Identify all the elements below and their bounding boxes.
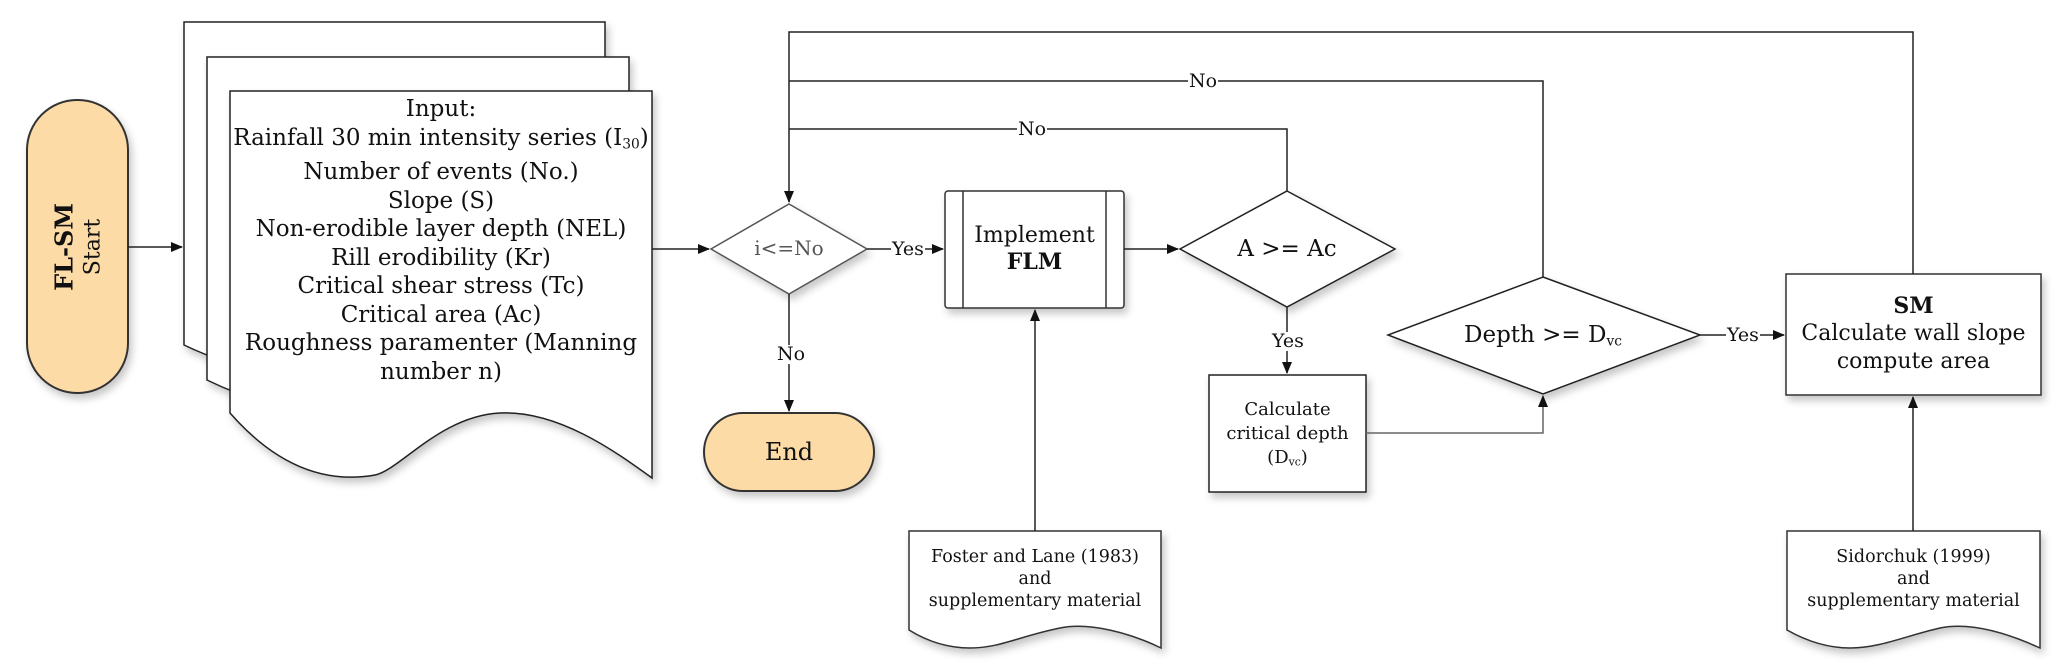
area-decision-label: A >= Ac (1237, 236, 1337, 262)
input-text-block: Input: Rainfall 30 min intensity series … (230, 95, 652, 386)
flm-line2: FLM (1006, 249, 1063, 275)
input-item: Slope (S) (387, 187, 495, 214)
ref-sm-line2: and (1897, 569, 1930, 589)
input-item: Roughness paramenter (Manning (244, 330, 638, 357)
ref-flm-label: Foster and Lane (1983) and supplementary… (909, 546, 1161, 612)
end-label: End (764, 438, 814, 466)
critical-depth-line1: Calculate (1244, 399, 1331, 420)
start-subtitle: Start (80, 218, 106, 276)
sm-process-box[interactable] (1785, 273, 2042, 396)
sm-line1: Calculate wall slope (1801, 321, 2026, 346)
input-doc-front (229, 90, 653, 480)
edge-area-no-loop (789, 128, 1288, 191)
start-title: FL-SM (49, 203, 79, 291)
sm-line2: compute area (1836, 349, 1991, 374)
input-item: Rainfall 30 min intensity series (I30) (233, 124, 649, 152)
critical-depth-label: Calculate critical depth (Dvc) (1209, 398, 1366, 475)
edge-label-area-no: No (1017, 118, 1048, 140)
edge-label-depth-no: No (1188, 70, 1219, 92)
end-terminator[interactable] (703, 412, 875, 492)
depth-decision-diamond[interactable] (1385, 276, 1703, 395)
critical-depth-line2: critical depth (1226, 423, 1349, 444)
ref-sm-line3: supplementary material (1807, 591, 2020, 611)
input-item: Number of events (No.) (303, 159, 579, 186)
ref-flm-line2: and (1018, 569, 1052, 589)
ref-flm-document[interactable] (908, 530, 1162, 650)
edge-label-depth-yes: Yes (1726, 324, 1760, 346)
edge-depth-no-loop (789, 80, 1544, 277)
flm-label: Implement FLM (963, 222, 1106, 276)
ref-flm-line3: supplementary material (928, 591, 1142, 611)
input-item: Non-erodible layer depth (NEL) (255, 216, 627, 243)
edge-label-loop-yes: Yes (891, 238, 925, 260)
sm-label: SM Calculate wall slope compute area (1786, 292, 2041, 376)
input-heading: Input: (405, 96, 477, 122)
input-document-stack[interactable] (183, 21, 653, 480)
sm-title: SM (1893, 293, 1934, 319)
input-item: Critical area (Ac) (340, 301, 542, 328)
edge-label-loop-no: No (776, 343, 807, 365)
depth-decision-label: Depth >= Dvc (1464, 322, 1622, 350)
critical-depth-box[interactable] (1208, 374, 1367, 493)
input-item: number n) (380, 358, 502, 385)
input-item: Critical shear stress (Tc) (297, 273, 585, 300)
flm-line1: Implement (974, 223, 1095, 248)
ref-sm-line1: Sidorchuk (1999) (1836, 547, 1991, 567)
edge-critdepth-to-depth-decision (1366, 395, 1548, 434)
ref-flm-line1: Foster and Lane (1983) (931, 547, 1139, 567)
loop-decision-label: i<=No (754, 236, 824, 260)
input-item: Rill erodibility (Kr) (331, 244, 551, 271)
edge-label-area-yes: Yes (1271, 330, 1305, 352)
edge-sm-loop-back (784, 31, 1914, 274)
ref-sm-document[interactable] (1786, 530, 2041, 650)
ref-sm-label: Sidorchuk (1999) and supplementary mater… (1787, 546, 2040, 612)
critical-depth-line3: (Dvc) (1267, 447, 1308, 469)
